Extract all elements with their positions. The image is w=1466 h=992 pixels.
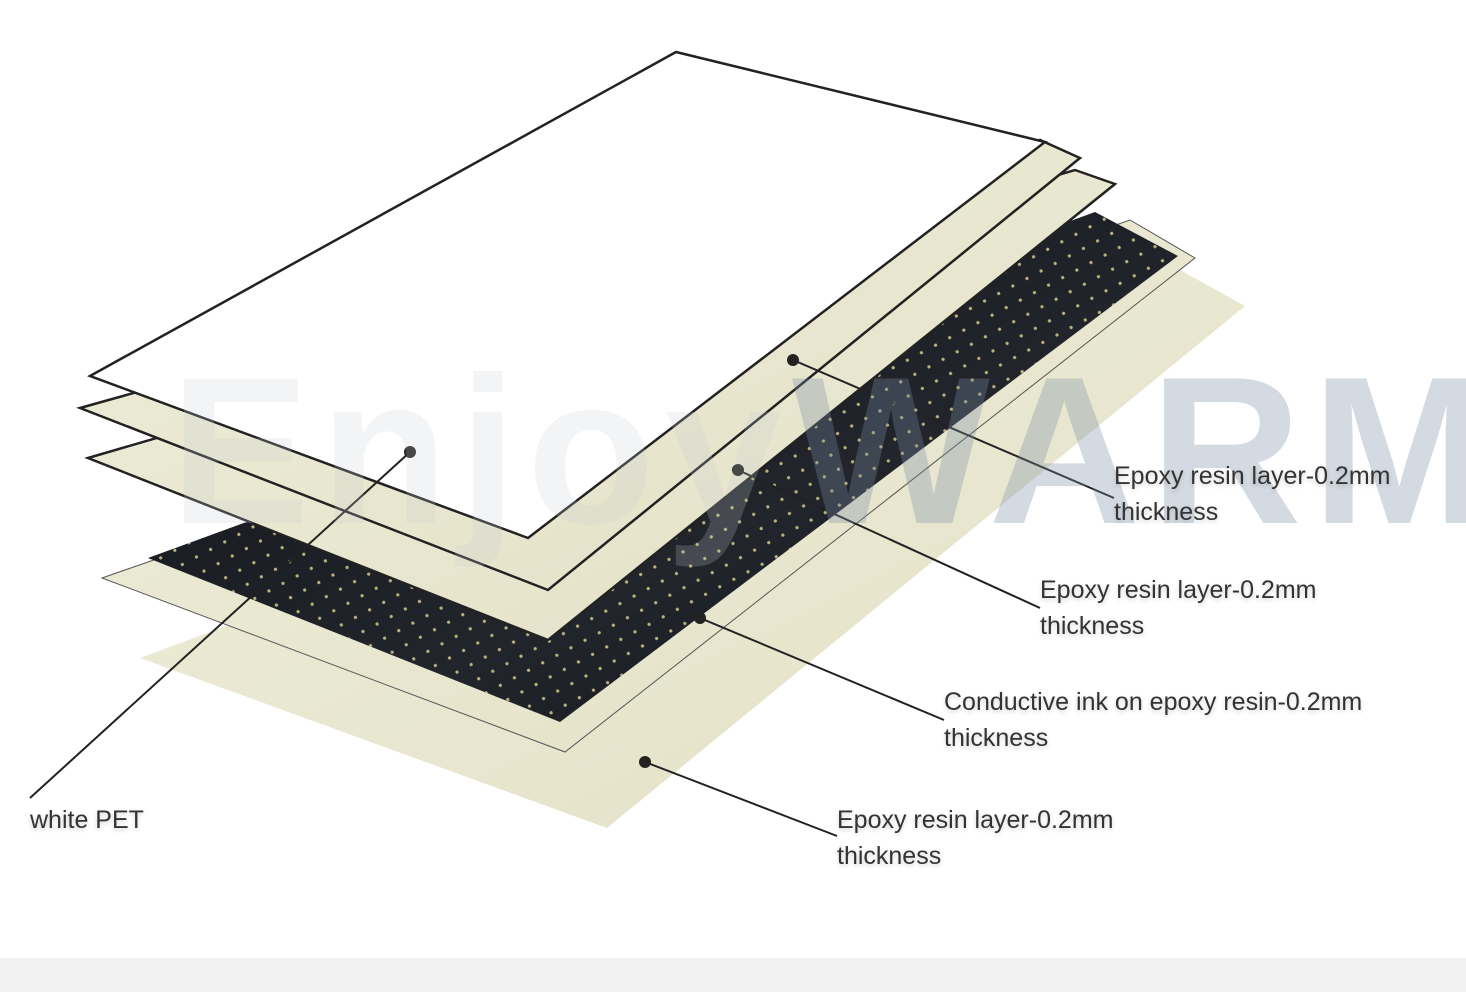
label-epoxy-second: Epoxy resin layer-0.2mm thickness xyxy=(1040,572,1316,644)
label-conductive-ink-line2: thickness xyxy=(944,724,1049,752)
label-epoxy-top: Epoxy resin layer-0.2mm thickness xyxy=(1114,458,1390,530)
leader-line-conductive xyxy=(699,617,945,721)
bottom-strip xyxy=(0,958,1466,992)
leader-line-epoxy-top xyxy=(792,359,1115,499)
leader-dot-conductive xyxy=(694,612,706,624)
leader-dot-epoxy-bottom xyxy=(639,756,651,768)
label-white-pet: white PET xyxy=(30,802,144,838)
label-epoxy-bottom-line1: Epoxy resin layer-0.2mm xyxy=(837,806,1114,834)
label-epoxy-bottom: Epoxy resin layer-0.2mm thickness xyxy=(837,802,1113,874)
label-conductive-ink: Conductive ink on epoxy resin-0.2mm thic… xyxy=(944,684,1362,756)
leader-dot-epoxy-second xyxy=(732,464,744,476)
leader-line-epoxy-second xyxy=(737,469,1041,609)
leader-dot-white-pet xyxy=(404,446,416,458)
leader-dot-epoxy-top xyxy=(787,354,799,366)
label-epoxy-top-line2: thickness xyxy=(1114,498,1219,526)
label-epoxy-second-line1: Epoxy resin layer-0.2mm xyxy=(1040,576,1317,604)
label-conductive-ink-line1: Conductive ink on epoxy resin-0.2mm xyxy=(944,688,1363,716)
leader-line-epoxy-bottom xyxy=(644,761,838,837)
label-white-pet-line1: white PET xyxy=(30,806,144,834)
label-epoxy-bottom-line2: thickness xyxy=(837,842,942,870)
label-epoxy-second-line2: thickness xyxy=(1040,612,1145,640)
label-epoxy-top-line1: Epoxy resin layer-0.2mm xyxy=(1114,462,1391,490)
white-pet-layer xyxy=(87,50,1048,540)
leader-line-white-pet xyxy=(29,451,411,799)
